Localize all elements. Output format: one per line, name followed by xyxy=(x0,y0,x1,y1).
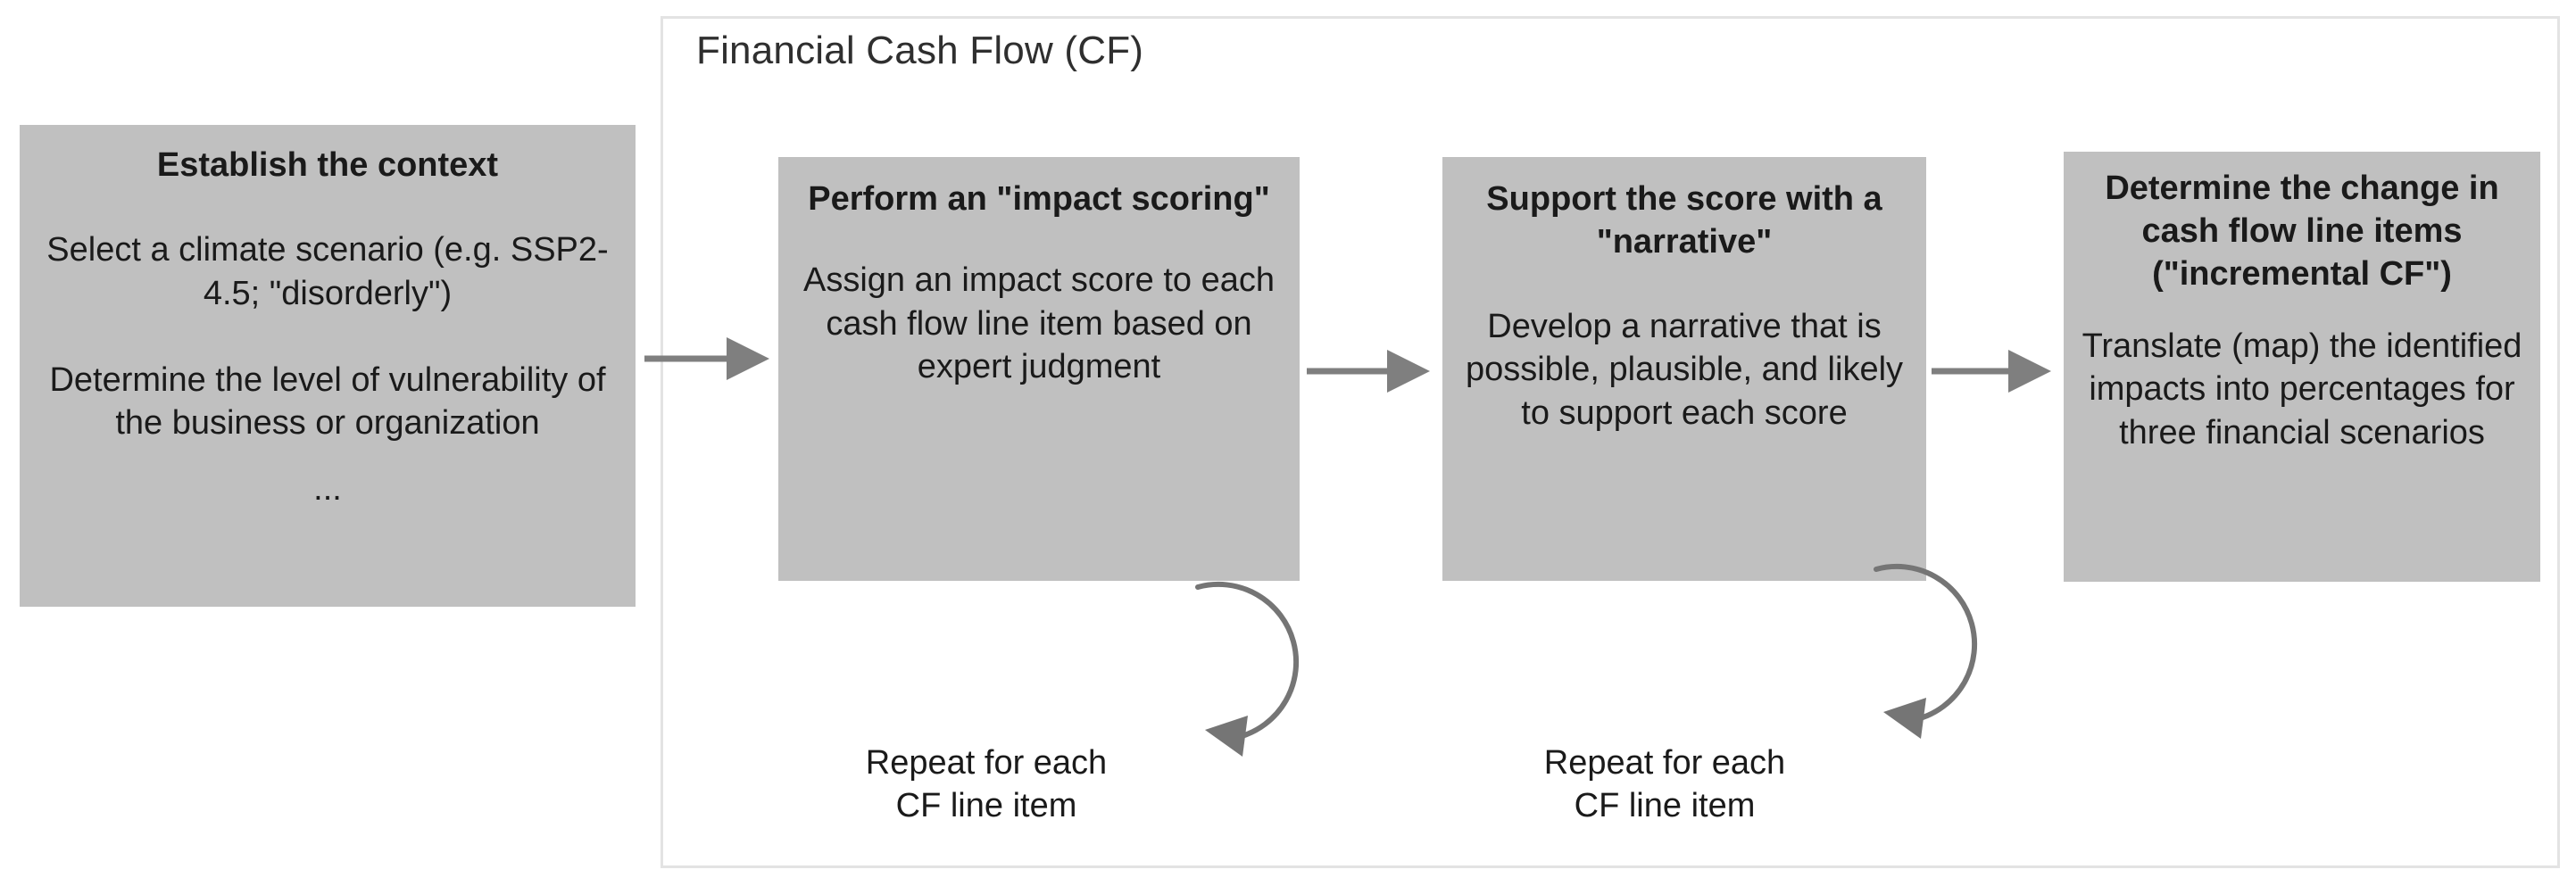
repeat-loop-arrow-impact-scoring xyxy=(1143,580,1348,794)
box-heading: Establish the context xyxy=(156,146,499,184)
repeat-loop-arrow-narrative xyxy=(1821,562,2026,776)
box-heading: Support the score with a "narrative" xyxy=(1486,180,1882,261)
box-body: Develop a narrative that is possible, pl… xyxy=(1465,307,1904,432)
process-box-establish-context: Establish the context Select a climate s… xyxy=(20,125,636,607)
box-heading: Determine the change in cash flow line i… xyxy=(2105,170,2499,293)
connector-arrow-impact-scoring-to-narrative xyxy=(1303,339,1451,402)
process-box-impact-scoring: Perform an "impact scoring" Assign an im… xyxy=(778,157,1300,581)
process-box-support-narrative: Support the score with a "narrative" Dev… xyxy=(1442,157,1926,581)
box-body: Select a climate scenario (e.g. SSP2-4.5… xyxy=(46,230,609,443)
repeat-loop-label-narrative: Repeat for each CF line item xyxy=(1543,744,1786,824)
connector-arrow-context-to-impact-scoring xyxy=(639,321,791,384)
box-body: Assign an impact score to each cash flow… xyxy=(802,261,1276,386)
box-ellipsis: ... xyxy=(313,470,342,508)
panel-title: Financial Cash Flow (CF) xyxy=(696,29,1144,72)
repeat-loop-label-impact-scoring: Repeat for each CF line item xyxy=(865,744,1108,824)
box-heading: Perform an "impact scoring" xyxy=(808,180,1270,218)
connector-arrow-narrative-to-incremental-cf xyxy=(1928,339,2073,402)
box-body: Translate (map) the identified impacts i… xyxy=(2082,327,2522,451)
process-box-incremental-cf: Determine the change in cash flow line i… xyxy=(2064,152,2540,582)
